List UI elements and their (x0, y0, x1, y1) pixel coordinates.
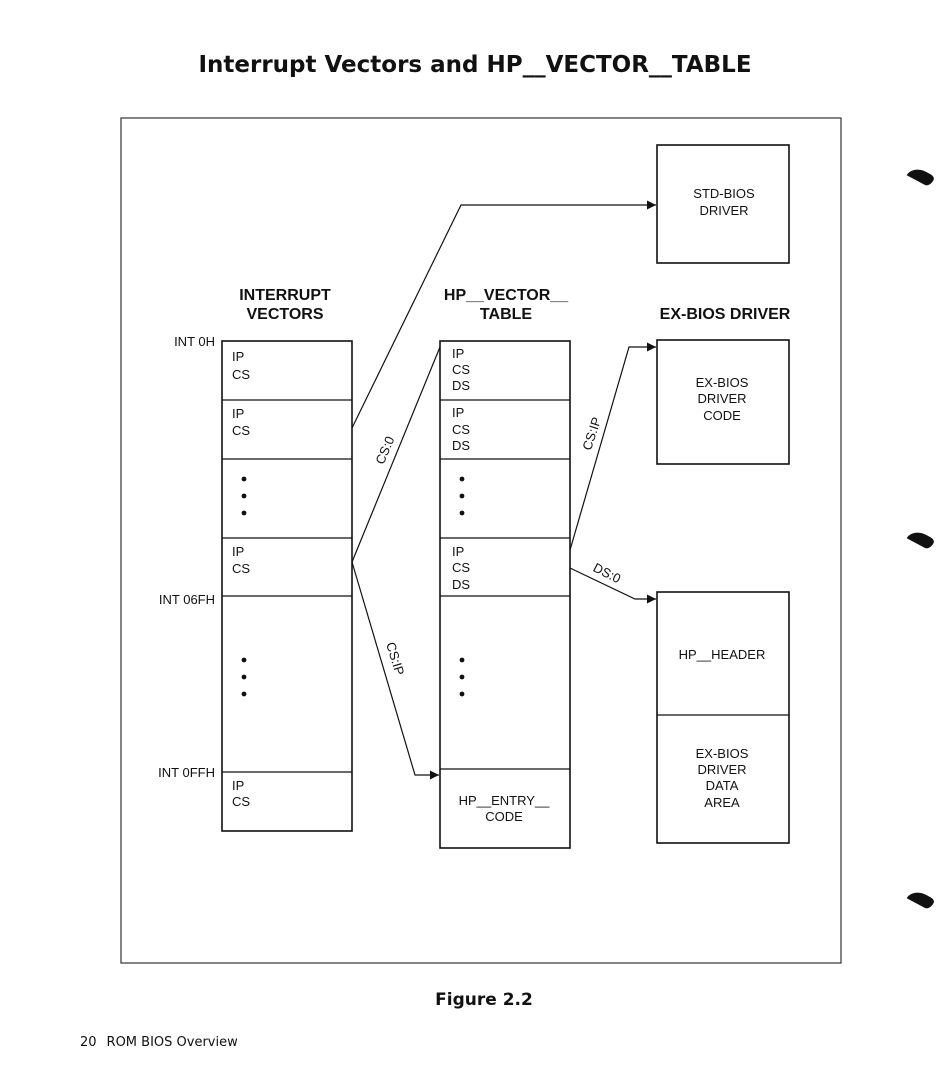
std-bios-line2: DRIVER (699, 203, 748, 218)
std-bios-line1: STD-BIOS (693, 186, 755, 201)
ex-bios-code-line3: CODE (703, 408, 741, 423)
arrow-to-hp-header (569, 567, 656, 604)
hvt-row2-ds: DS (452, 438, 470, 453)
heading-interrupt-vectors-line2: VECTORS (246, 306, 323, 323)
iv-ellipsis-2 (241, 657, 247, 697)
ex-bios-driver-code-box: EX-BIOS DRIVER CODE (656, 339, 790, 465)
int-0h-label: INT 0H (174, 334, 215, 349)
hvt-entry-line2: CODE (485, 809, 523, 824)
hvt-row1-ds: DS (452, 378, 470, 393)
hvt-row2-cs: CS (452, 422, 470, 437)
int-0ffh-label: INT 0FFH (158, 765, 215, 780)
iv-row3-ip: IP (232, 544, 244, 559)
int-06fh-label: INT 06FH (159, 592, 215, 607)
std-bios-driver-box: STD-BIOS DRIVER (656, 144, 790, 264)
interrupt-vectors-table: IP CS IP CS IP CS IP CS (221, 340, 353, 832)
iv-row4-ip: IP (232, 778, 244, 793)
heading-hp-vector-table-line1: HP__VECTOR__ (444, 287, 569, 304)
hvt-row3-ip: IP (452, 544, 464, 559)
hvt-ellipsis-1 (459, 476, 465, 516)
heading-hp-vector-table-line2: TABLE (480, 306, 532, 323)
iv-row2-cs: CS (232, 423, 250, 438)
hvt-entry-line1: HP__ENTRY__ (459, 793, 551, 808)
line-cs0 (351, 346, 441, 563)
ex-bios-code-line2: DRIVER (697, 391, 746, 406)
iv-ellipsis-1 (241, 476, 247, 516)
hp-vector-table: IP CS DS IP CS DS IP CS DS HP__ENTRY__ C… (439, 340, 571, 849)
arrow-to-std-bios (351, 200, 656, 429)
connectors (351, 200, 656, 780)
iv-row1-ip: IP (232, 349, 244, 364)
figure-frame (120, 117, 842, 964)
hvt-row3-ds: DS (452, 577, 470, 592)
heading-ex-bios-driver: EX-BIOS DRIVER (660, 306, 791, 323)
figure-caption: Figure 2.2 (435, 990, 533, 1010)
hvt-row3-cs: CS (452, 560, 470, 575)
iv-row3-cs: CS (232, 561, 250, 576)
ex-bios-data-line2: DRIVER (697, 762, 746, 777)
hvt-row1-ip: IP (452, 346, 464, 361)
ex-bios-data-line4: AREA (704, 795, 740, 810)
label-ds0: DS:0 (591, 560, 624, 586)
ex-bios-data-box: HP__HEADER EX-BIOS DRIVER DATA AREA (656, 591, 790, 844)
ex-bios-data-line1: EX-BIOS (696, 746, 749, 761)
ex-bios-code-line1: EX-BIOS (696, 375, 749, 390)
hp-header-label: HP__HEADER (679, 647, 766, 662)
hvt-row2-ip: IP (452, 405, 464, 420)
iv-row2-ip: IP (232, 406, 244, 421)
iv-row1-cs: CS (232, 367, 250, 382)
label-cs-ip-left: CS:IP (383, 640, 407, 677)
heading-interrupt-vectors-line1: INTERRUPT (239, 287, 331, 304)
page-footer: 20 ROM BIOS Overview (80, 1035, 248, 1050)
page-number: 20 (80, 1035, 97, 1050)
section-name: ROM BIOS Overview (106, 1035, 238, 1050)
iv-row4-cs: CS (232, 794, 250, 809)
arrow-to-ex-bios-code (569, 342, 656, 551)
hvt-row1-cs: CS (452, 362, 470, 377)
hvt-ellipsis-2 (459, 657, 465, 697)
ex-bios-data-line3: DATA (706, 778, 739, 793)
arrow-to-entry-code (351, 561, 439, 780)
page-title: Interrupt Vectors and HP__VECTOR__TABLE (198, 52, 752, 78)
